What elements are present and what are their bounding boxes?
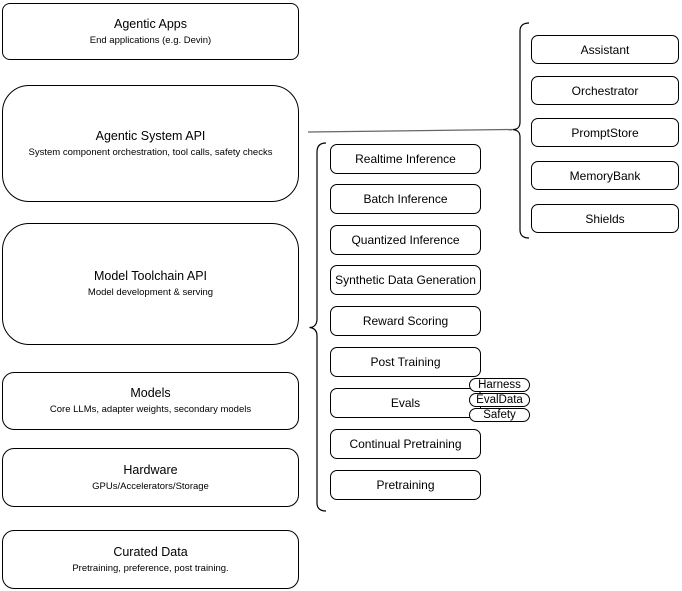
toolchain-item-post-training: Post Training [330,347,481,377]
toolchain-item-continual-pretraining: Continual Pretraining [330,429,481,459]
evals-tag-harness: Harness [469,378,530,392]
evals-tag-evaldata: EvalData [469,393,530,407]
system-item-promptstore: PromptStore [531,118,679,147]
layer-title: Curated Data [113,544,188,559]
evals-tag-safety: Safety [469,408,530,422]
layer-subtitle: GPUs/Accelerators/Storage [92,480,209,492]
system-item-assistant: Assistant [531,35,679,64]
layer-title: Hardware [123,462,178,477]
layer-subtitle: End applications (e.g. Devin) [89,34,212,46]
toolchain-item-synthetic-data-generation: Synthetic Data Generation [330,265,481,295]
layer-box-curated-data: Curated Data Pretraining, preference, po… [2,530,299,589]
layer-subtitle: Model development & serving [87,287,214,298]
toolchain-item-quantized-inference: Quantized Inference [330,225,481,255]
system-api-connector-line [307,128,513,133]
layer-subtitle: Pretraining, preference, post training. [72,562,229,574]
toolchain-item-realtime-inference: Realtime Inference [330,144,481,174]
system-item-memorybank: MemoryBank [531,161,679,190]
layer-subtitle: System component orchestration, tool cal… [28,146,273,158]
toolchain-item-pretraining: Pretraining [330,470,481,500]
layer-box-models: Models Core LLMs, adapter weights, secon… [2,372,299,430]
layer-box-agentic-apps: Agentic Apps End applications (e.g. Devi… [2,3,299,60]
toolchain-item-reward-scoring: Reward Scoring [330,306,481,336]
layer-title: Model Toolchain API [93,269,208,283]
layer-title: Models [130,386,171,400]
toolchain-item-batch-inference: Batch Inference [330,184,481,214]
layer-box-agentic-system-api: Agentic System API System component orch… [2,85,299,202]
system-api-bracket [512,22,530,239]
layer-box-model-toolchain-api: Model Toolchain API Model development & … [2,223,299,345]
layer-title: Agentic System API [95,128,206,143]
system-item-orchestrator: Orchestrator [531,76,679,105]
layer-title: Agentic Apps [114,16,187,31]
toolchain-bracket [309,142,327,512]
toolchain-item-evals: Evals [330,388,481,418]
layer-box-hardware: Hardware GPUs/Accelerators/Storage [2,448,299,507]
layer-subtitle: Core LLMs, adapter weights, secondary mo… [49,404,252,415]
system-item-shields: Shields [531,204,679,233]
